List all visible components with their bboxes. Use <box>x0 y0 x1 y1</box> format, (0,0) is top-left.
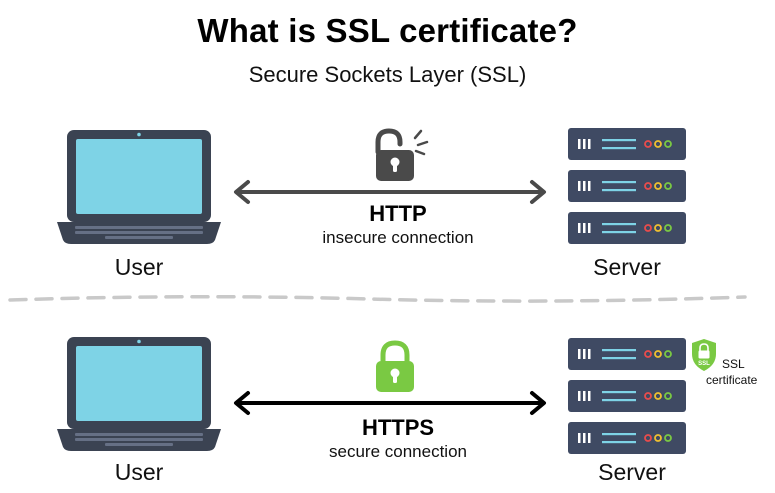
locked-padlock-icon <box>376 340 414 392</box>
section-divider <box>8 294 747 303</box>
https-connection-label: secure connection <box>329 442 467 461</box>
top-server-label: Server <box>593 254 661 280</box>
http-connection-arrow <box>234 180 546 204</box>
ssl-shield-text: SSL <box>698 361 710 367</box>
unlocked-padlock-icon <box>375 128 429 181</box>
https-connection-arrow <box>234 391 546 415</box>
page-title: What is SSL certificate? <box>197 12 578 49</box>
server-unit <box>568 128 686 160</box>
page-subtitle: Secure Sockets Layer (SSL) <box>248 62 527 87</box>
http-label: HTTP <box>369 201 427 226</box>
server-rack-icon <box>568 338 686 454</box>
laptop-icon <box>57 337 221 451</box>
ssl-badge-line2: certificate <box>706 373 758 387</box>
bottom-user-label: User <box>114 459 164 485</box>
bottom-server-label: Server <box>598 459 666 485</box>
https-label: HTTPS <box>361 415 435 440</box>
server-rack-icon <box>568 128 686 244</box>
http-connection-label: insecure connection <box>322 228 474 247</box>
ssl-badge-line1: SSL <box>722 357 745 371</box>
laptop-icon <box>57 130 221 244</box>
top-user-label: User <box>114 254 164 280</box>
ssl-shield-icon: SSL <box>692 339 716 371</box>
